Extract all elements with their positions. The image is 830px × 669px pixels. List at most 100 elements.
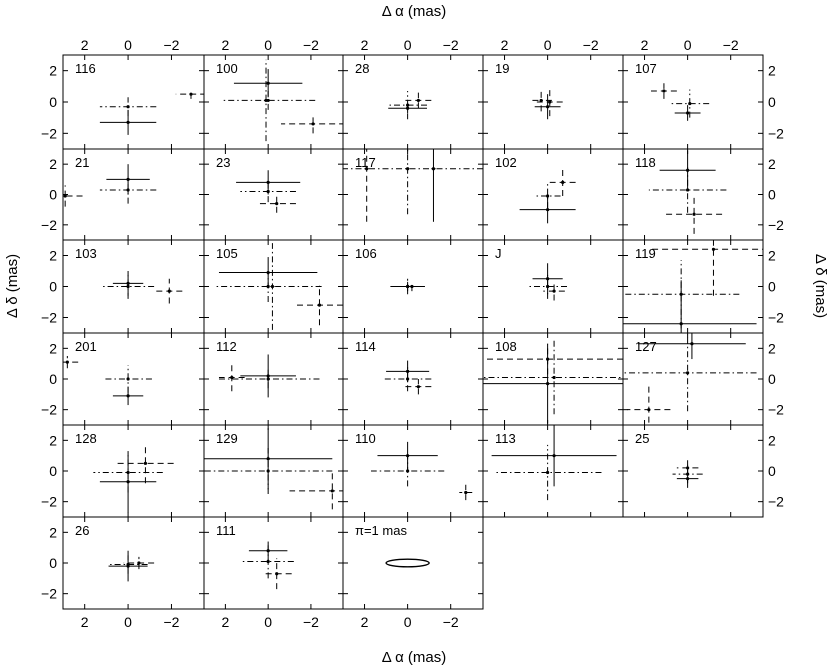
panel-label: 117 (355, 155, 376, 170)
panel-20 (623, 333, 757, 425)
y-tick-label-right: −2 (768, 125, 784, 141)
data-point (266, 457, 270, 461)
panel-label: 114 (355, 339, 376, 354)
y-tick-label-left: 2 (49, 63, 57, 79)
y-tick-label-left: 0 (49, 279, 57, 295)
panel-label: J (495, 246, 502, 261)
x-tick-label-top: −2 (723, 37, 739, 53)
y-tick-label-left: 2 (49, 432, 57, 448)
data-point (546, 277, 550, 281)
panel-label: 111 (216, 523, 236, 538)
y-tick-label-left: 2 (49, 248, 57, 264)
data-point (365, 167, 369, 171)
panel-1 (99, 89, 204, 135)
data-point (275, 202, 279, 206)
data-point (266, 374, 270, 378)
data-point (266, 81, 270, 85)
y-tick-label-right: 2 (768, 156, 776, 172)
panel-15 (623, 240, 763, 333)
y-tick-label-right: 0 (768, 463, 776, 479)
data-point (266, 559, 270, 564)
data-point (546, 208, 550, 212)
panel-5 (651, 83, 710, 121)
x-tick-label-top: 2 (641, 37, 649, 53)
data-point (406, 377, 410, 381)
y-tick-label-right: −2 (768, 217, 784, 233)
data-point (410, 284, 414, 289)
data-point (552, 454, 556, 458)
panel-28 (385, 558, 430, 568)
data-point (126, 284, 130, 289)
x-tick-label-bottom: 2 (361, 614, 369, 630)
panel-label: 128 (75, 431, 97, 446)
data-point (126, 188, 130, 192)
y-tick-label-right: 2 (768, 340, 776, 356)
panel-label: π=1 mas (355, 523, 407, 538)
x-tick-label-top: 2 (361, 37, 369, 53)
x-axis-label-bottom: Δ α (mas) (382, 649, 447, 666)
y-tick-label-left: −2 (41, 217, 57, 233)
data-point (311, 122, 315, 126)
data-point (406, 167, 410, 171)
data-point (126, 105, 130, 109)
panel-label: 102 (495, 155, 517, 170)
x-tick-label-top: 0 (124, 37, 132, 53)
data-point (65, 360, 69, 364)
panel-12 (214, 243, 343, 330)
panel-16 (63, 356, 152, 406)
y-tick-label-right: 0 (768, 94, 776, 110)
panel-label: 108 (495, 339, 517, 354)
x-tick-label-bottom: 0 (404, 614, 412, 630)
data-point (686, 111, 690, 115)
data-point (126, 377, 130, 381)
x-tick-label-top: −2 (583, 37, 599, 53)
data-point (275, 572, 279, 576)
ticks-layer: 2 0 −2 2 0 −2 2 0 −2 2 0 −2 2 0 −2 2 0 −2 2 0 −2 2 0 −2 2 0 −2 2 0 −2… (41, 37, 784, 630)
parallax-ellipse (385, 558, 430, 568)
x-tick-label-bottom: 2 (81, 614, 89, 630)
data-point (406, 369, 410, 373)
panel-7 (236, 170, 301, 213)
data-point (686, 188, 690, 192)
data-point (688, 101, 692, 106)
y-tick-label-left: 0 (49, 555, 57, 571)
data-point (692, 212, 696, 216)
data-point (686, 371, 690, 375)
data-point (546, 470, 550, 475)
panel-label: 107 (635, 61, 657, 76)
data-point (406, 469, 410, 473)
x-tick-label-bottom: −2 (303, 614, 319, 630)
data-point (126, 120, 130, 124)
panel-4 (530, 87, 563, 120)
y-tick-label-left: 0 (49, 187, 57, 203)
panel-13 (390, 278, 425, 295)
y-tick-label-right: −2 (768, 402, 784, 418)
y-tick-label-left: 2 (49, 524, 57, 540)
panel-17 (216, 354, 320, 398)
data-point (167, 289, 171, 293)
x-tick-label-top: 0 (264, 37, 272, 53)
y-tick-label-left: −2 (41, 310, 57, 326)
panel-label: 113 (495, 431, 516, 446)
panel-label: 110 (355, 431, 376, 446)
y-tick-label-left: −2 (41, 586, 57, 602)
panel-25 (672, 460, 703, 488)
data-point (464, 490, 468, 495)
y-tick-label-left: −2 (41, 402, 57, 418)
panel-label: 25 (635, 431, 649, 446)
panel-label: 118 (635, 155, 656, 170)
x-tick-label-bottom: 0 (124, 614, 132, 630)
panel-label: 129 (216, 431, 238, 446)
panel-label: 28 (355, 61, 369, 76)
panel-2 (221, 59, 343, 142)
data-point (126, 394, 130, 398)
panel-22 (204, 428, 343, 510)
data-point (546, 284, 550, 289)
panel-8 (343, 149, 483, 222)
data-point (686, 477, 690, 481)
data-point (406, 106, 410, 110)
y-tick-label-right: 0 (768, 279, 776, 295)
panel-10 (648, 150, 727, 234)
panel-label: 26 (75, 523, 89, 538)
data-point (561, 180, 565, 184)
